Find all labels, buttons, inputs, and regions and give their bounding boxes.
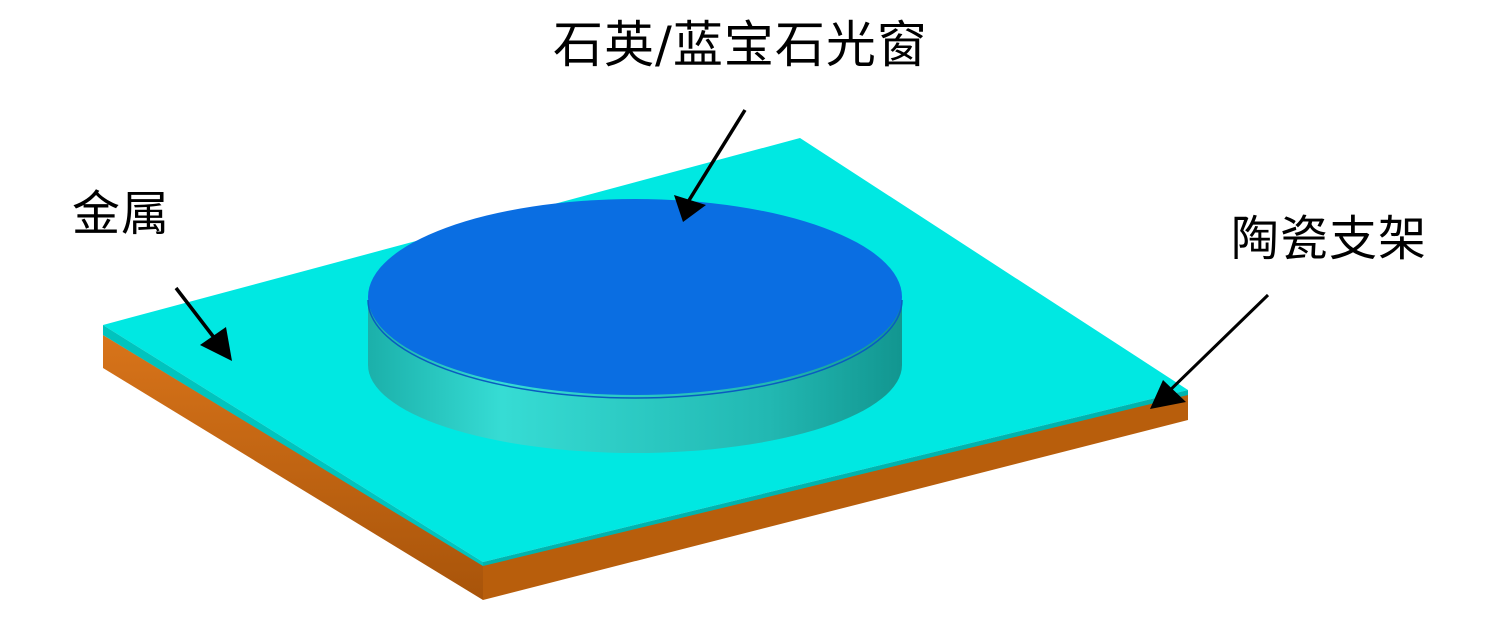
window-top-face — [368, 199, 902, 395]
ceramic-arrow-shaft — [1161, 293, 1270, 399]
optical-window — [367, 199, 903, 453]
window-label: 石英/蓝宝石光窗 — [553, 16, 928, 74]
ceramic-support-label: 陶瓷支架 — [1231, 211, 1428, 267]
window-arrow-head — [674, 195, 706, 222]
ceramic-front-face — [103, 335, 483, 600]
metal-front-edge — [103, 325, 483, 566]
ceramic-support — [103, 335, 1188, 600]
ceramic-side-face — [483, 393, 1188, 600]
window-arrow-shaft — [681, 109, 747, 211]
ceramic-arrow-head — [1150, 380, 1186, 409]
window-rim — [367, 299, 903, 399]
arrows — [174, 109, 1270, 409]
metal-side-edge — [483, 390, 1188, 566]
metal-label: 金属 — [72, 186, 171, 242]
metal-arrow-head — [200, 327, 232, 361]
